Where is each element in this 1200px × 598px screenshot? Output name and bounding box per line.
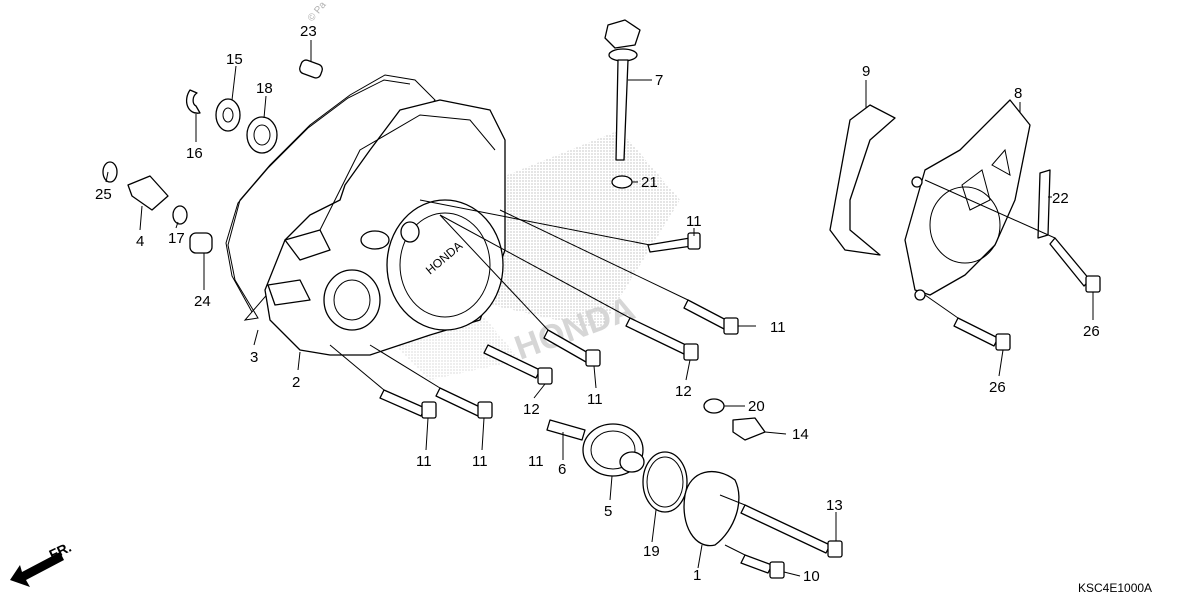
leader-lines	[105, 40, 1094, 577]
callout-10: 10	[803, 568, 820, 585]
bolts	[379, 232, 1101, 579]
plate-22	[1037, 169, 1051, 239]
callout-6: 6	[558, 461, 566, 478]
callout-11-f: 11	[528, 453, 544, 470]
oil-seal-18	[246, 116, 278, 154]
callout-7: 7	[655, 72, 663, 89]
clip-16	[186, 89, 201, 114]
dowel-pin-23	[299, 59, 323, 79]
callout-8: 8	[1014, 85, 1022, 102]
gasket	[227, 74, 436, 321]
callout-24: 24	[194, 293, 211, 310]
crankcase-cover: HONDA	[264, 99, 506, 356]
callout-26-a: 26	[1083, 323, 1100, 340]
callout-11-b: 11	[770, 319, 786, 336]
callout-17: 17	[168, 230, 185, 247]
callout-15: 15	[226, 51, 243, 68]
callout-13: 13	[826, 497, 843, 514]
watermark-small-text: © Pa	[306, 0, 329, 24]
callout-18: 18	[256, 80, 273, 97]
callout-9: 9	[862, 63, 870, 80]
callout-22: 22	[1052, 190, 1069, 207]
filter-cover-1	[683, 471, 740, 547]
callout-3: 3	[250, 349, 258, 366]
o-ring-19	[642, 451, 688, 513]
shaft-4	[127, 175, 169, 211]
callout-11-c: 11	[587, 391, 603, 408]
callout-11-a: 11	[686, 213, 702, 230]
sprocket-cover	[904, 99, 1031, 301]
washer-15	[215, 98, 241, 132]
callout-26-b: 26	[989, 379, 1006, 396]
oil-dipstick	[604, 19, 641, 161]
callout-14: 14	[792, 426, 809, 443]
callout-12-b: 12	[523, 401, 540, 418]
callout-2: 2	[292, 374, 300, 391]
guide-9	[829, 104, 896, 256]
diagram-code: KSC4E1000A	[1078, 581, 1152, 595]
circlip-25	[102, 161, 118, 183]
callout-16: 16	[186, 145, 203, 162]
arrow-icon	[10, 552, 64, 587]
callout-20: 20	[748, 398, 765, 415]
plug-14	[732, 417, 766, 441]
washer-17	[172, 205, 188, 225]
callout-11-e: 11	[472, 453, 488, 470]
collar-24	[189, 232, 213, 254]
oil-filter-5	[582, 423, 645, 477]
callout-4: 4	[136, 233, 144, 250]
front-label: FR.	[47, 539, 74, 563]
callout-21: 21	[641, 174, 658, 191]
front-arrow: FR.	[10, 539, 74, 587]
callout-12-a: 12	[675, 383, 692, 400]
callout-5: 5	[604, 503, 612, 520]
callout-23: 23	[300, 23, 317, 40]
spring-6	[546, 419, 586, 441]
callout-11-d: 11	[416, 453, 432, 470]
callouts: 23 15 18 7 9 8 16 21 25 4 17 24 22 11 11…	[95, 23, 1100, 585]
callout-1: 1	[693, 567, 701, 584]
washer-20	[703, 398, 725, 414]
o-ring-21	[611, 175, 633, 189]
callout-19: 19	[643, 543, 660, 560]
callout-25: 25	[95, 186, 112, 203]
